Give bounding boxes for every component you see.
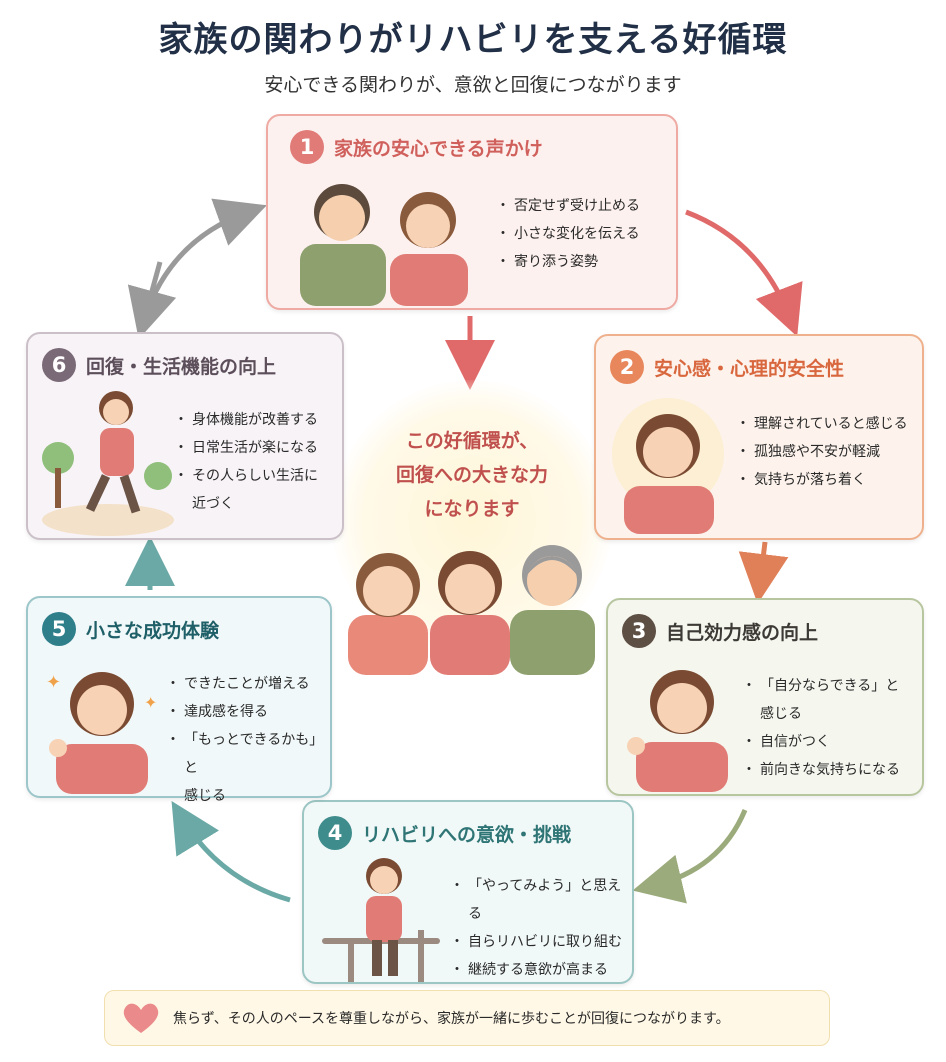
card-1-bullet: 否定せず受け止める [496,192,640,220]
card-5-bullet: 達成感を得る [166,698,330,726]
card-4-bullet: 自らリハビリに取り組む [450,928,632,956]
card-2-bullet: 理解されていると感じる [736,410,908,438]
card-3-bullet-continued: 感じる [760,706,802,722]
arrow-1-to-2 [685,209,803,337]
card-2-header: 2 安心感・心理的安全性 [610,350,844,384]
card-6-bullet-continued: 近づく [192,496,234,512]
card-2-bullet: 気持ちが落ち着く [736,466,908,494]
card-3-bullet: 前向きな気持ちになる [742,756,900,784]
card-3-title: 自己効力感の向上 [666,621,819,644]
card-5-bullet: 「もっとできるかも」と [166,726,330,782]
walking-outdoors-illustration [42,391,174,536]
step-6-number: 6 [42,348,76,382]
card-step-5: 5 小さな成功体験 ✦ ✦ できたことが増える 達成感を得る 「もっとできるかも… [26,596,332,804]
card-1-bullets: 否定せず受け止める 小さな変化を伝える 寄り添う姿勢 [496,192,640,276]
card-4-bullet: 「やってみよう」と思える [450,872,632,928]
footer-message: 焦らず、その人のペースを尊重しながら、家族が一緒に歩むことが回復につながります。 [173,1011,730,1027]
card-4-bullet: 継続する意欲が高まる [450,956,632,984]
step-2-number: 2 [610,350,644,384]
page-subtitle: 安心できる関わりが、意欲と回復につながります [264,74,682,96]
card-1-header: 1 家族の安心できる声かけ [290,130,543,164]
arrow-3-to-4 [632,809,748,904]
card-6-bullet: 日常生活が楽になる [174,434,318,462]
card-1-bullet: 寄り添う姿勢 [496,248,640,276]
card-2-bullet: 孤独感や不安が軽減 [736,438,908,466]
family-group-illustration [348,545,595,675]
family-talking-illustration [300,184,468,306]
center-line-2: 回復への大きな力 [395,464,548,486]
footer-message-bar: 焦らず、その人のペースを尊重しながら、家族が一緒に歩むことが回復につながります。 [104,990,830,1046]
card-2-bullets: 理解されていると感じる 孤独感や不安が軽減 気持ちが落ち着く [736,410,908,494]
heart-icon [123,1003,159,1033]
calm-woman-illustration [612,398,724,534]
card-1-bullet: 小さな変化を伝える [496,220,640,248]
card-6-title: 回復・生活機能の向上 [86,355,277,378]
card-6-bullet: その人らしい生活に [174,462,318,490]
card-step-1: 1 家族の安心できる声かけ 否定せず受け止める 小さな変化を伝える 寄り添う姿勢 [266,114,678,310]
card-3-bullet: 「自分ならできる」と [742,672,900,700]
card-5-bullet-continued: 感じる [184,788,226,804]
card-5-bullet: できたことが増える [166,670,330,698]
card-2-title: 安心感・心理的安全性 [654,357,845,380]
card-3-bullet: 自信がつく [742,728,900,756]
card-4-title: リハビリへの意欲・挑戦 [362,823,572,846]
card-4-bullets: 「やってみよう」と思える 自らリハビリに取り組む 継続する意欲が高まる [450,872,632,984]
confident-woman-illustration [627,670,728,792]
card-3-bullets: 「自分ならできる」と 感じる 自信がつく 前向きな気持ちになる [742,672,900,784]
svg-text:✦: ✦ [144,693,157,712]
card-6-bullets: 身体機能が改善する 日常生活が楽になる その人らしい生活に 近づく [174,406,318,518]
card-6-header: 6 回復・生活機能の向上 [42,348,276,382]
arrow-2-to-3 [738,541,789,604]
card-5-bullets: できたことが増える 達成感を得る 「もっとできるかも」と 感じる [166,670,330,810]
success-woman-illustration: ✦ ✦ [46,672,157,794]
card-step-4: 4 リハビリへの意欲・挑戦 「やってみよう」と思える 自らリハビリに取り組む 継… [302,800,634,984]
center-message: この好循環が、 回復への大きな力 になります [352,424,592,526]
step-4-number: 4 [318,816,352,850]
center-line-3: になります [424,498,520,520]
center-line-1: この好循環が、 [405,430,539,452]
step-5-number: 5 [42,612,76,646]
card-step-2: 2 安心感・心理的安全性 理解されていると感じる 孤独感や不安が軽減 気持ちが落… [594,334,924,540]
card-4-header: 4 リハビリへの意欲・挑戦 [318,816,571,850]
card-6-bullet: 身体機能が改善する [174,406,318,434]
card-1-title: 家族の安心できる声かけ [334,137,543,160]
step-3-number: 3 [622,614,656,648]
card-5-title: 小さな成功体験 [86,619,220,642]
card-step-3: 3 自己効力感の向上 「自分ならできる」と 感じる 自信がつく 前向きな気持ちに… [606,598,924,796]
card-3-header: 3 自己効力感の向上 [622,614,818,648]
walking-rehab-illustration [322,858,440,982]
card-step-6: 6 回復・生活機能の向上 身体機能が改善する 日常生活が楽になる その人らしい生… [26,332,344,540]
arrow-4-to-5 [171,800,291,903]
arrow-6-to-1-back [127,261,177,340]
svg-text:✦: ✦ [46,672,61,693]
step-1-number: 1 [290,130,324,164]
page-title: 家族の関わりがリハビリを支える好循環 [158,20,788,60]
card-5-header: 5 小さな成功体験 [42,612,219,646]
